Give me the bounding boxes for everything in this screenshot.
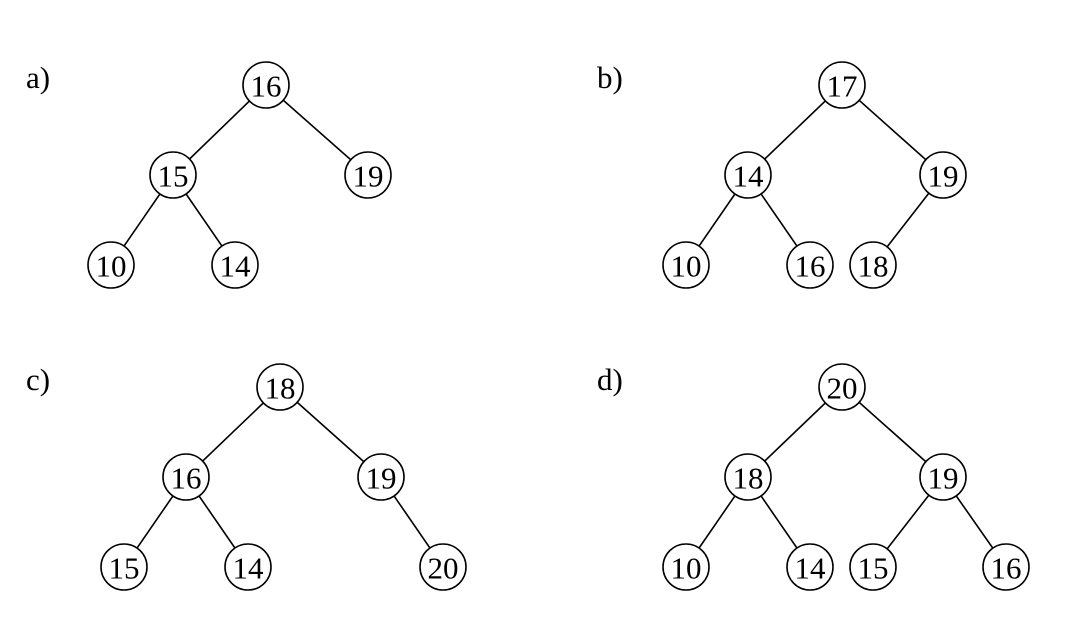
node-circle — [849, 543, 897, 591]
node-circle — [344, 151, 392, 199]
tree-b: b) 17 14 19 10 16 18 — [597, 60, 967, 289]
tree-node: 19 — [919, 151, 967, 199]
node-circle — [87, 241, 135, 289]
node-circle — [357, 453, 405, 501]
node-value: 17 — [827, 69, 858, 104]
node-value: 16 — [991, 551, 1022, 586]
node-value: 20 — [827, 371, 858, 406]
tree-node: 19 — [357, 453, 405, 501]
node-circle — [162, 453, 210, 501]
node-value: 15 — [158, 159, 189, 194]
node-value: 10 — [96, 249, 127, 284]
tree-node: 10 — [662, 543, 710, 591]
tree-node: 10 — [662, 241, 710, 289]
node-value: 15 — [109, 551, 140, 586]
node-value: 19 — [353, 159, 384, 194]
node-circle — [224, 543, 272, 591]
node-circle — [211, 241, 259, 289]
tree-node: 15 — [849, 543, 897, 591]
node-value: 14 — [795, 551, 827, 586]
tree-node: 16 — [982, 543, 1030, 591]
tree-node: 15 — [149, 151, 197, 199]
node-circle — [786, 543, 834, 591]
node-value: 15 — [858, 551, 889, 586]
tree-label: a) — [26, 60, 50, 95]
tree-node: 14 — [224, 543, 272, 591]
node-value: 19 — [366, 461, 397, 496]
tree-node: 20 — [419, 543, 467, 591]
node-value: 20 — [428, 551, 459, 586]
tree-node: 18 — [256, 363, 304, 411]
node-circle — [724, 151, 772, 199]
node-circle — [662, 241, 710, 289]
node-value: 19 — [928, 461, 959, 496]
tree-node: 10 — [87, 241, 135, 289]
tree-node: 14 — [211, 241, 259, 289]
tree-node: 18 — [849, 241, 897, 289]
node-circle — [818, 61, 866, 109]
tree-node: 16 — [786, 241, 834, 289]
tree-node: 17 — [818, 61, 866, 109]
tree-node: 14 — [786, 543, 834, 591]
node-circle — [919, 453, 967, 501]
node-circle — [786, 241, 834, 289]
tree-d: d) 20 18 19 10 14 15 16 — [597, 362, 1030, 591]
node-value: 14 — [220, 249, 252, 284]
node-circle — [818, 363, 866, 411]
node-value: 10 — [671, 249, 702, 284]
node-value: 10 — [671, 551, 702, 586]
node-value: 16 — [171, 461, 202, 496]
tree-node: 16 — [242, 61, 290, 109]
tree-label: d) — [597, 362, 623, 397]
node-value: 18 — [858, 249, 889, 284]
node-value: 16 — [251, 69, 282, 104]
tree-node: 14 — [724, 151, 772, 199]
node-circle — [100, 543, 148, 591]
node-circle — [662, 543, 710, 591]
node-circle — [256, 363, 304, 411]
tree-node: 19 — [344, 151, 392, 199]
tree-node: 18 — [724, 453, 772, 501]
tree-label: c) — [26, 362, 50, 397]
node-value: 19 — [928, 159, 959, 194]
node-value: 14 — [233, 551, 265, 586]
node-circle — [149, 151, 197, 199]
node-circle — [419, 543, 467, 591]
tree-node: 16 — [162, 453, 210, 501]
node-circle — [982, 543, 1030, 591]
node-circle — [849, 241, 897, 289]
tree-node: 19 — [919, 453, 967, 501]
node-value: 18 — [733, 461, 764, 496]
tree-a: a) 16 15 19 10 14 — [26, 60, 392, 289]
tree-node: 20 — [818, 363, 866, 411]
node-value: 16 — [795, 249, 826, 284]
tree-c: c) 18 16 19 15 14 20 — [26, 362, 467, 591]
node-circle — [724, 453, 772, 501]
tree-node: 15 — [100, 543, 148, 591]
tree-label: b) — [597, 60, 623, 95]
node-value: 14 — [733, 159, 765, 194]
node-value: 18 — [265, 371, 296, 406]
node-circle — [242, 61, 290, 109]
node-circle — [919, 151, 967, 199]
